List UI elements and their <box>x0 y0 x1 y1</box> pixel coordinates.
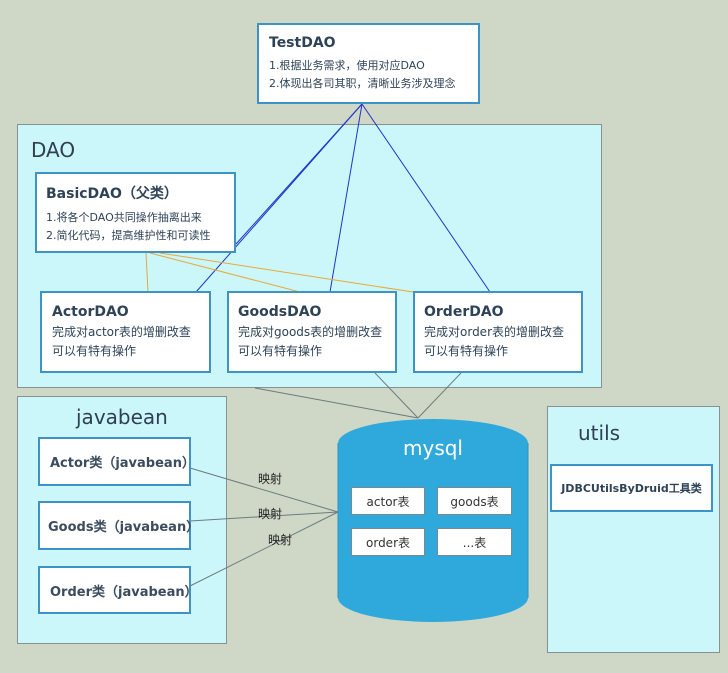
basicdao-line-1: 1.将各个DAO共同操作抽离出来 <box>46 211 202 224</box>
actordao-card: ActorDAO 完成对actor表的增删改查 可以有特有操作 <box>40 291 211 373</box>
table-goods: goods表 <box>437 487 512 515</box>
testdao-title: TestDAO <box>269 35 336 51</box>
javabean-item-order: Order类（javabean） <box>38 566 198 614</box>
actordao-title: ActorDAO <box>52 304 129 320</box>
mapping-line-order <box>189 511 339 587</box>
testdao-goodsdao-line <box>329 103 363 293</box>
basicdao-goodsdao-line <box>149 252 301 293</box>
utils-panel <box>547 406 720 653</box>
actordao-line-1: 完成对actor表的增删改查 <box>52 325 191 339</box>
mapping-line-goods <box>189 511 339 522</box>
table-order: order表 <box>351 528 425 556</box>
javabean-item-actor: Actor类（javabean） <box>38 437 195 486</box>
testdao-orderdao-line <box>361 103 491 293</box>
table-more: ...表 <box>437 528 512 556</box>
orderdao-card: OrderDAO 完成对order表的增删改查 可以有特有操作 <box>413 291 583 373</box>
testdao-line-2: 2.体现出各司其职，清晰业务涉及理念 <box>269 77 456 90</box>
basicdao-card: BasicDAO（父类） 1.将各个DAO共同操作抽离出来 2.简化代码，提高维… <box>35 172 236 253</box>
mysql-database-icon <box>337 419 529 622</box>
testdao-card: TestDAO 1.根据业务需求，使用对应DAO 2.体现出各司其职，清晰业务涉… <box>257 23 480 104</box>
goodsdao-title: GoodsDAO <box>238 304 322 320</box>
javabean-panel-title: javabean <box>76 405 168 429</box>
mapping-label-3: 映射 <box>268 533 293 547</box>
basicdao-line-2: 2.简化代码，提高维护性和可读性 <box>46 229 211 242</box>
actordao-line-2: 可以有特有操作 <box>52 344 137 358</box>
orderdao-line-1: 完成对order表的增删改查 <box>424 325 564 339</box>
utils-panel-title: utils <box>578 421 621 445</box>
mapping-line-actor <box>189 467 339 513</box>
goodsdao-line-1: 完成对goods表的增删改查 <box>238 325 383 339</box>
basicdao-orderdao-line <box>159 252 414 293</box>
basicdao-title: BasicDAO（父类） <box>46 186 178 202</box>
javabean-item-goods: Goods类（javabean） <box>38 501 199 550</box>
utils-item-label: JDBCUtilsByDruid工具类 <box>561 482 702 495</box>
mapping-label-2: 映射 <box>258 507 283 521</box>
basicdao-actordao-line <box>145 252 149 293</box>
mapping-label-1: 映射 <box>258 472 283 486</box>
daopanel-mysql-line-2 <box>374 372 419 419</box>
daopanel-mysql-line-1 <box>254 387 419 419</box>
daopanel-mysql-line-3 <box>417 372 462 419</box>
dao-panel-title: DAO <box>31 138 76 162</box>
orderdao-line-2: 可以有特有操作 <box>424 344 509 358</box>
mysql-title: mysql <box>403 436 463 460</box>
goodsdao-card: GoodsDAO 完成对goods表的增删改查 可以有特有操作 <box>227 291 397 373</box>
utils-item-jdbcutils: JDBCUtilsByDruid工具类 <box>550 464 713 512</box>
orderdao-title: OrderDAO <box>424 304 504 320</box>
table-actor: actor表 <box>351 487 425 515</box>
testdao-basicdao-line <box>235 103 363 245</box>
goodsdao-line-2: 可以有特有操作 <box>238 344 323 358</box>
testdao-line-1: 1.根据业务需求，使用对应DAO <box>269 59 425 72</box>
